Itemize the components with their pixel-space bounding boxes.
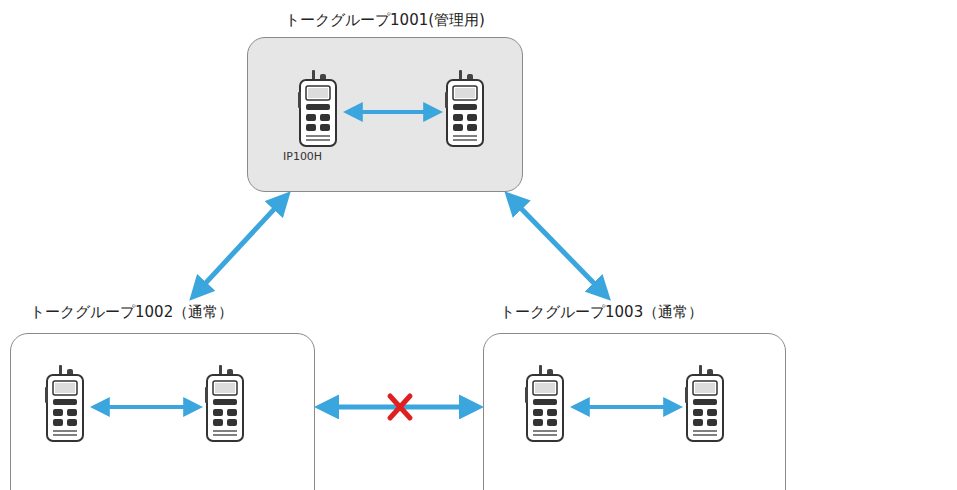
radio-icon [45, 365, 83, 441]
group-heading: トークグループ1002（通常） [30, 302, 233, 322]
group-frame [247, 37, 523, 192]
model-name: IP100H [283, 150, 322, 163]
talk-group-box: トークグループ1002（通常） [10, 300, 315, 490]
talk-group-box: トークグループ1003（通常） [483, 300, 786, 490]
blocked-mark [390, 396, 410, 418]
group-heading: トークグループ1001(管理用) [247, 10, 523, 30]
link-arrow [323, 404, 475, 409]
link-arrow [511, 198, 605, 295]
radio-icon [685, 365, 723, 441]
group-frame [10, 333, 315, 490]
group-heading: トークグループ1003（通常） [500, 302, 703, 322]
link-arrow [350, 110, 436, 114]
talk-group-box: トークグループ1001(管理用) [247, 8, 523, 192]
link-arrow [97, 405, 196, 409]
radio-icon [298, 70, 336, 146]
group-frame [483, 333, 786, 490]
radio-icon [525, 365, 563, 441]
radio-icon [445, 70, 483, 146]
radio-icon [205, 365, 243, 441]
link-arrow [195, 198, 284, 294]
link-arrow [577, 405, 676, 409]
